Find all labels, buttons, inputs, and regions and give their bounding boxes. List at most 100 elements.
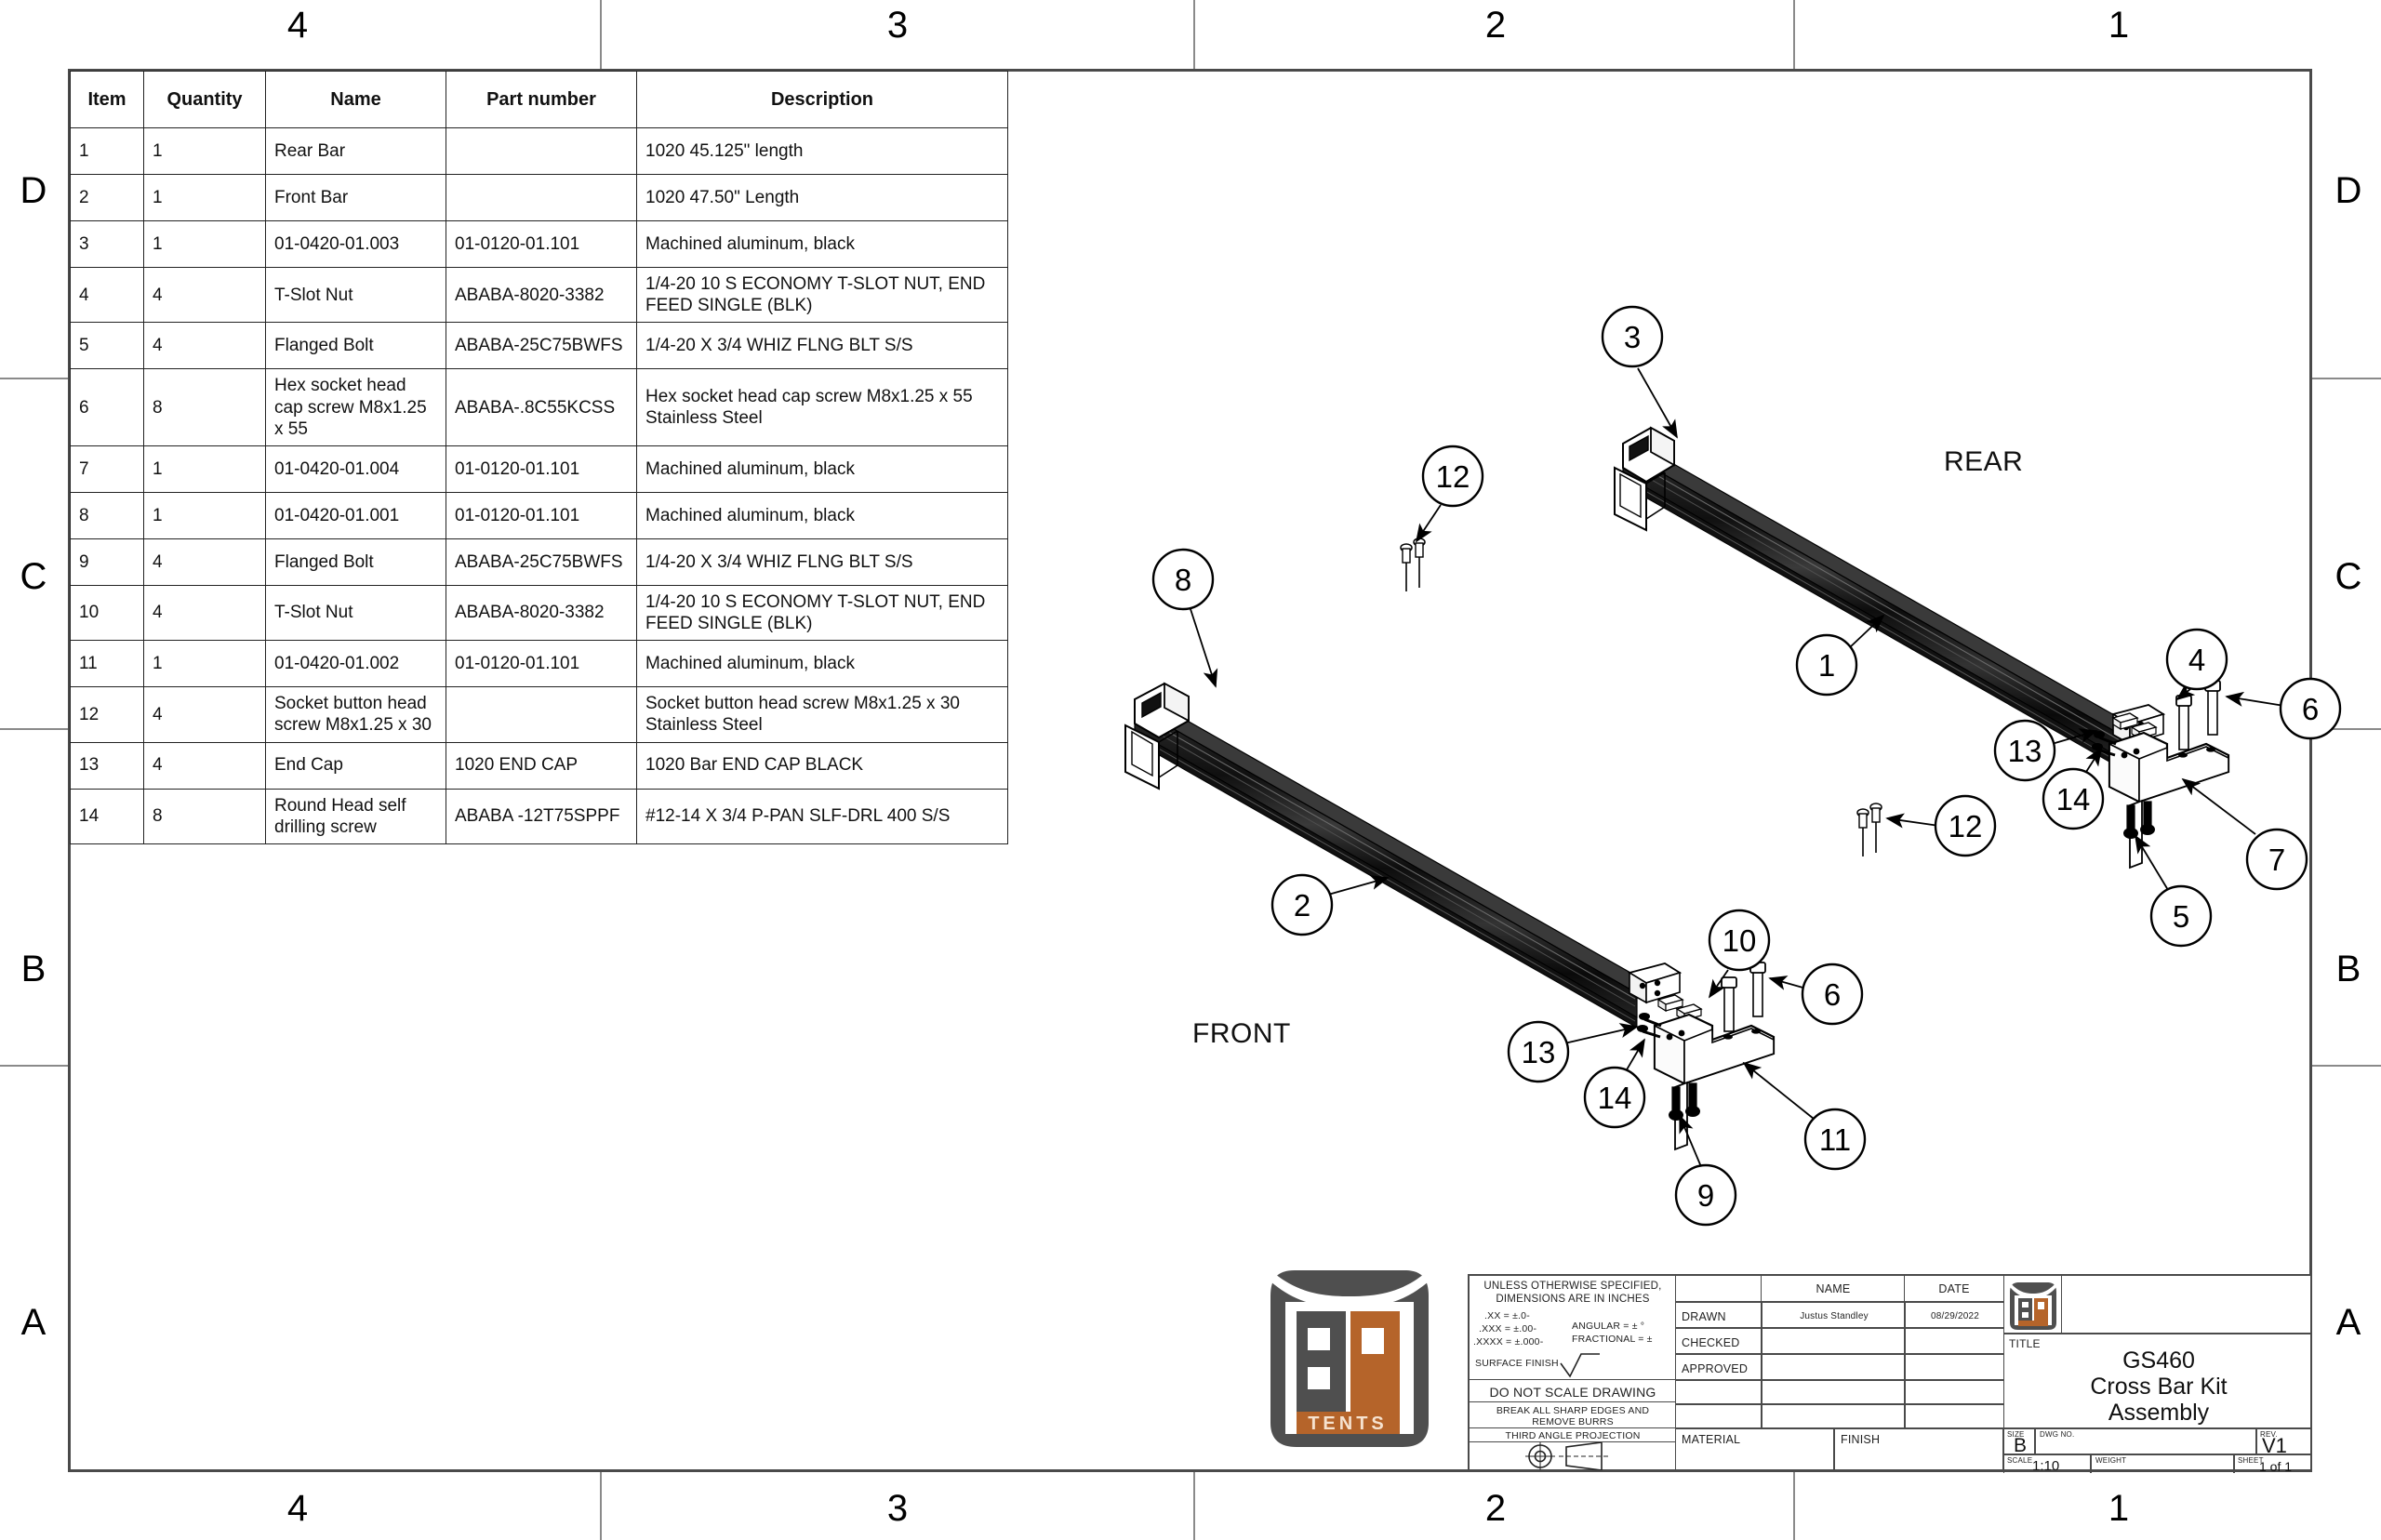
signoff-header-name: NAME [1762, 1276, 1905, 1302]
tolerance-xxxx: .XXXX = ±.000- [1473, 1336, 1544, 1348]
bom-cell-description: Socket button head screw M8x1.25 x 30 St… [636, 686, 1008, 743]
bom-cell-item: 6 [70, 368, 144, 446]
column-header-item: Item [70, 71, 144, 128]
zone-label-top-4: 4 [286, 5, 309, 46]
bom-cell-item: 13 [70, 741, 144, 790]
surface-finish-symbol-icon [1560, 1353, 1600, 1378]
bom-cell-name: 01-0420-01.001 [265, 491, 446, 539]
column-header-part-number: Part number [446, 71, 637, 128]
signoff-row-approved-label: APPROVED [1676, 1354, 1762, 1380]
bom-cell-part-number: ABABA-25C75BWFS [446, 538, 637, 586]
ba-tents-logo: TENTS [1270, 1270, 1429, 1447]
do-not-scale-cell: DO NOT SCALE DRAWING [1470, 1380, 1676, 1402]
bom-cell-part-number [446, 127, 637, 175]
bom-cell-description: 1/4-20 10 S ECONOMY T-SLOT NUT, END FEED… [636, 584, 1008, 642]
bom-cell-description: 1020 Bar END CAP BLACK [636, 741, 1008, 790]
zone-label-left-d: D [20, 170, 47, 211]
zone-label-right-a: A [2335, 1302, 2361, 1343]
signoff-row-drawn-name: Justus Standley [1762, 1302, 1905, 1328]
title-block-logo-cell [2003, 1276, 2061, 1334]
zone-tick-bottom-2 [1193, 1472, 1195, 1540]
bom-cell-quantity: 4 [143, 686, 266, 743]
bom-cell-quantity: 4 [143, 322, 266, 370]
note-unless-specified-line1: UNLESS OTHERWISE SPECIFIED, [1483, 1281, 1662, 1292]
column-header-quantity: Quantity [143, 71, 266, 128]
break-edges-line1: BREAK ALL SHARP EDGES AND [1496, 1405, 1650, 1416]
bom-cell-name: T-Slot Nut [265, 584, 446, 642]
surface-finish-label: SURFACE FINISH [1475, 1358, 1559, 1369]
zone-tick-left-1 [0, 378, 68, 379]
bom-cell-description: #12-14 X 3/4 P-PAN SLF-DRL 400 S/S [636, 788, 1008, 844]
do-not-scale-text: DO NOT SCALE DRAWING [1489, 1385, 1656, 1400]
signoff-row-blank1-name [1762, 1380, 1905, 1404]
rev-cell: REV. V1 [2256, 1428, 2312, 1457]
bom-cell-name: Round Head self drilling screw [265, 788, 446, 844]
bom-cell-item: 2 [70, 174, 144, 221]
signoff-row-blank2-name [1762, 1404, 1905, 1428]
zone-label-left-b: B [20, 949, 47, 989]
bom-cell-part-number: 1020 END CAP [446, 741, 637, 790]
scale-value: 1:10 [2032, 1458, 2060, 1474]
signoff-grid: NAME DATE DRAWN Justus Standley 08/29/20… [1676, 1276, 2003, 1428]
bom-cell-quantity: 4 [143, 741, 266, 790]
bom-cell-name: Front Bar [265, 174, 446, 221]
bom-cell-name: 01-0420-01.002 [265, 640, 446, 688]
bom-cell-part-number [446, 686, 637, 743]
weight-cell: WEIGHT [2091, 1454, 2234, 1473]
bom-cell-quantity: 1 [143, 220, 266, 268]
signoff-row-blank1-label [1676, 1380, 1762, 1404]
bom-cell-part-number: ABABA-8020-3382 [446, 584, 637, 642]
size-label: SIZE [2007, 1430, 2025, 1439]
zone-label-left-c: C [20, 556, 47, 597]
bom-cell-quantity: 1 [143, 174, 266, 221]
zone-tick-right-2 [2312, 728, 2381, 730]
weight-label: WEIGHT [2095, 1456, 2127, 1465]
rev-value: V1 [2262, 1434, 2287, 1457]
break-edges-cell: BREAK ALL SHARP EDGES AND REMOVE BURRS [1470, 1402, 1676, 1428]
zone-tick-bottom-3 [1793, 1472, 1795, 1540]
dwg-no-cell: DWG NO. [2035, 1428, 2256, 1454]
tolerance-notes-cell: UNLESS OTHERWISE SPECIFIED, DIMENSIONS A… [1470, 1276, 1676, 1380]
zone-tick-top-1 [600, 0, 602, 69]
bom-cell-name: Socket button head screw M8x1.25 x 30 [265, 686, 446, 743]
bom-cell-description: 1/4-20 10 S ECONOMY T-SLOT NUT, END FEED… [636, 266, 1008, 324]
signoff-row-blank2-date [1905, 1404, 2003, 1428]
signoff-row-drawn-label: DRAWN [1676, 1302, 1762, 1328]
zone-tick-right-3 [2312, 1065, 2381, 1067]
bom-cell-item: 3 [70, 220, 144, 268]
title-cell [2061, 1276, 2312, 1334]
bom-cell-description: Machined aluminum, black [636, 220, 1008, 268]
third-angle-divider [1470, 1441, 1676, 1442]
zone-label-bottom-2: 2 [1484, 1488, 1507, 1529]
bom-cell-quantity: 4 [143, 584, 266, 642]
finish-label: FINISH [1841, 1433, 1881, 1446]
bom-cell-item: 7 [70, 445, 144, 493]
view-label-rear: REAR [1944, 446, 2024, 477]
bom-cell-item: 1 [70, 127, 144, 175]
signoff-row-checked-label: CHECKED [1676, 1328, 1762, 1354]
zone-label-right-c: C [2334, 556, 2362, 597]
material-label: MATERIAL [1682, 1433, 1741, 1446]
bom-cell-item: 4 [70, 266, 144, 324]
zone-label-right-b: B [2335, 949, 2361, 989]
zone-tick-right-1 [2312, 378, 2381, 379]
bom-cell-part-number: ABABA -12T75SPPF [446, 788, 637, 844]
bom-cell-part-number [446, 174, 637, 221]
finish-cell: FINISH [1834, 1428, 2003, 1471]
bom-cell-quantity: 1 [143, 491, 266, 539]
checked-label: CHECKED [1682, 1336, 1740, 1349]
bom-cell-part-number: ABABA-.8C55KCSS [446, 368, 637, 446]
drawn-date: 08/29/2022 [1930, 1311, 1980, 1321]
bom-cell-description: 1020 47.50" Length [636, 174, 1008, 221]
signoff-header-date: DATE [1905, 1276, 2003, 1302]
bom-cell-description: Hex socket head cap screw M8x1.25 x 55 S… [636, 368, 1008, 446]
zone-tick-bottom-1 [600, 1472, 602, 1540]
zone-label-top-1: 1 [2108, 5, 2130, 46]
